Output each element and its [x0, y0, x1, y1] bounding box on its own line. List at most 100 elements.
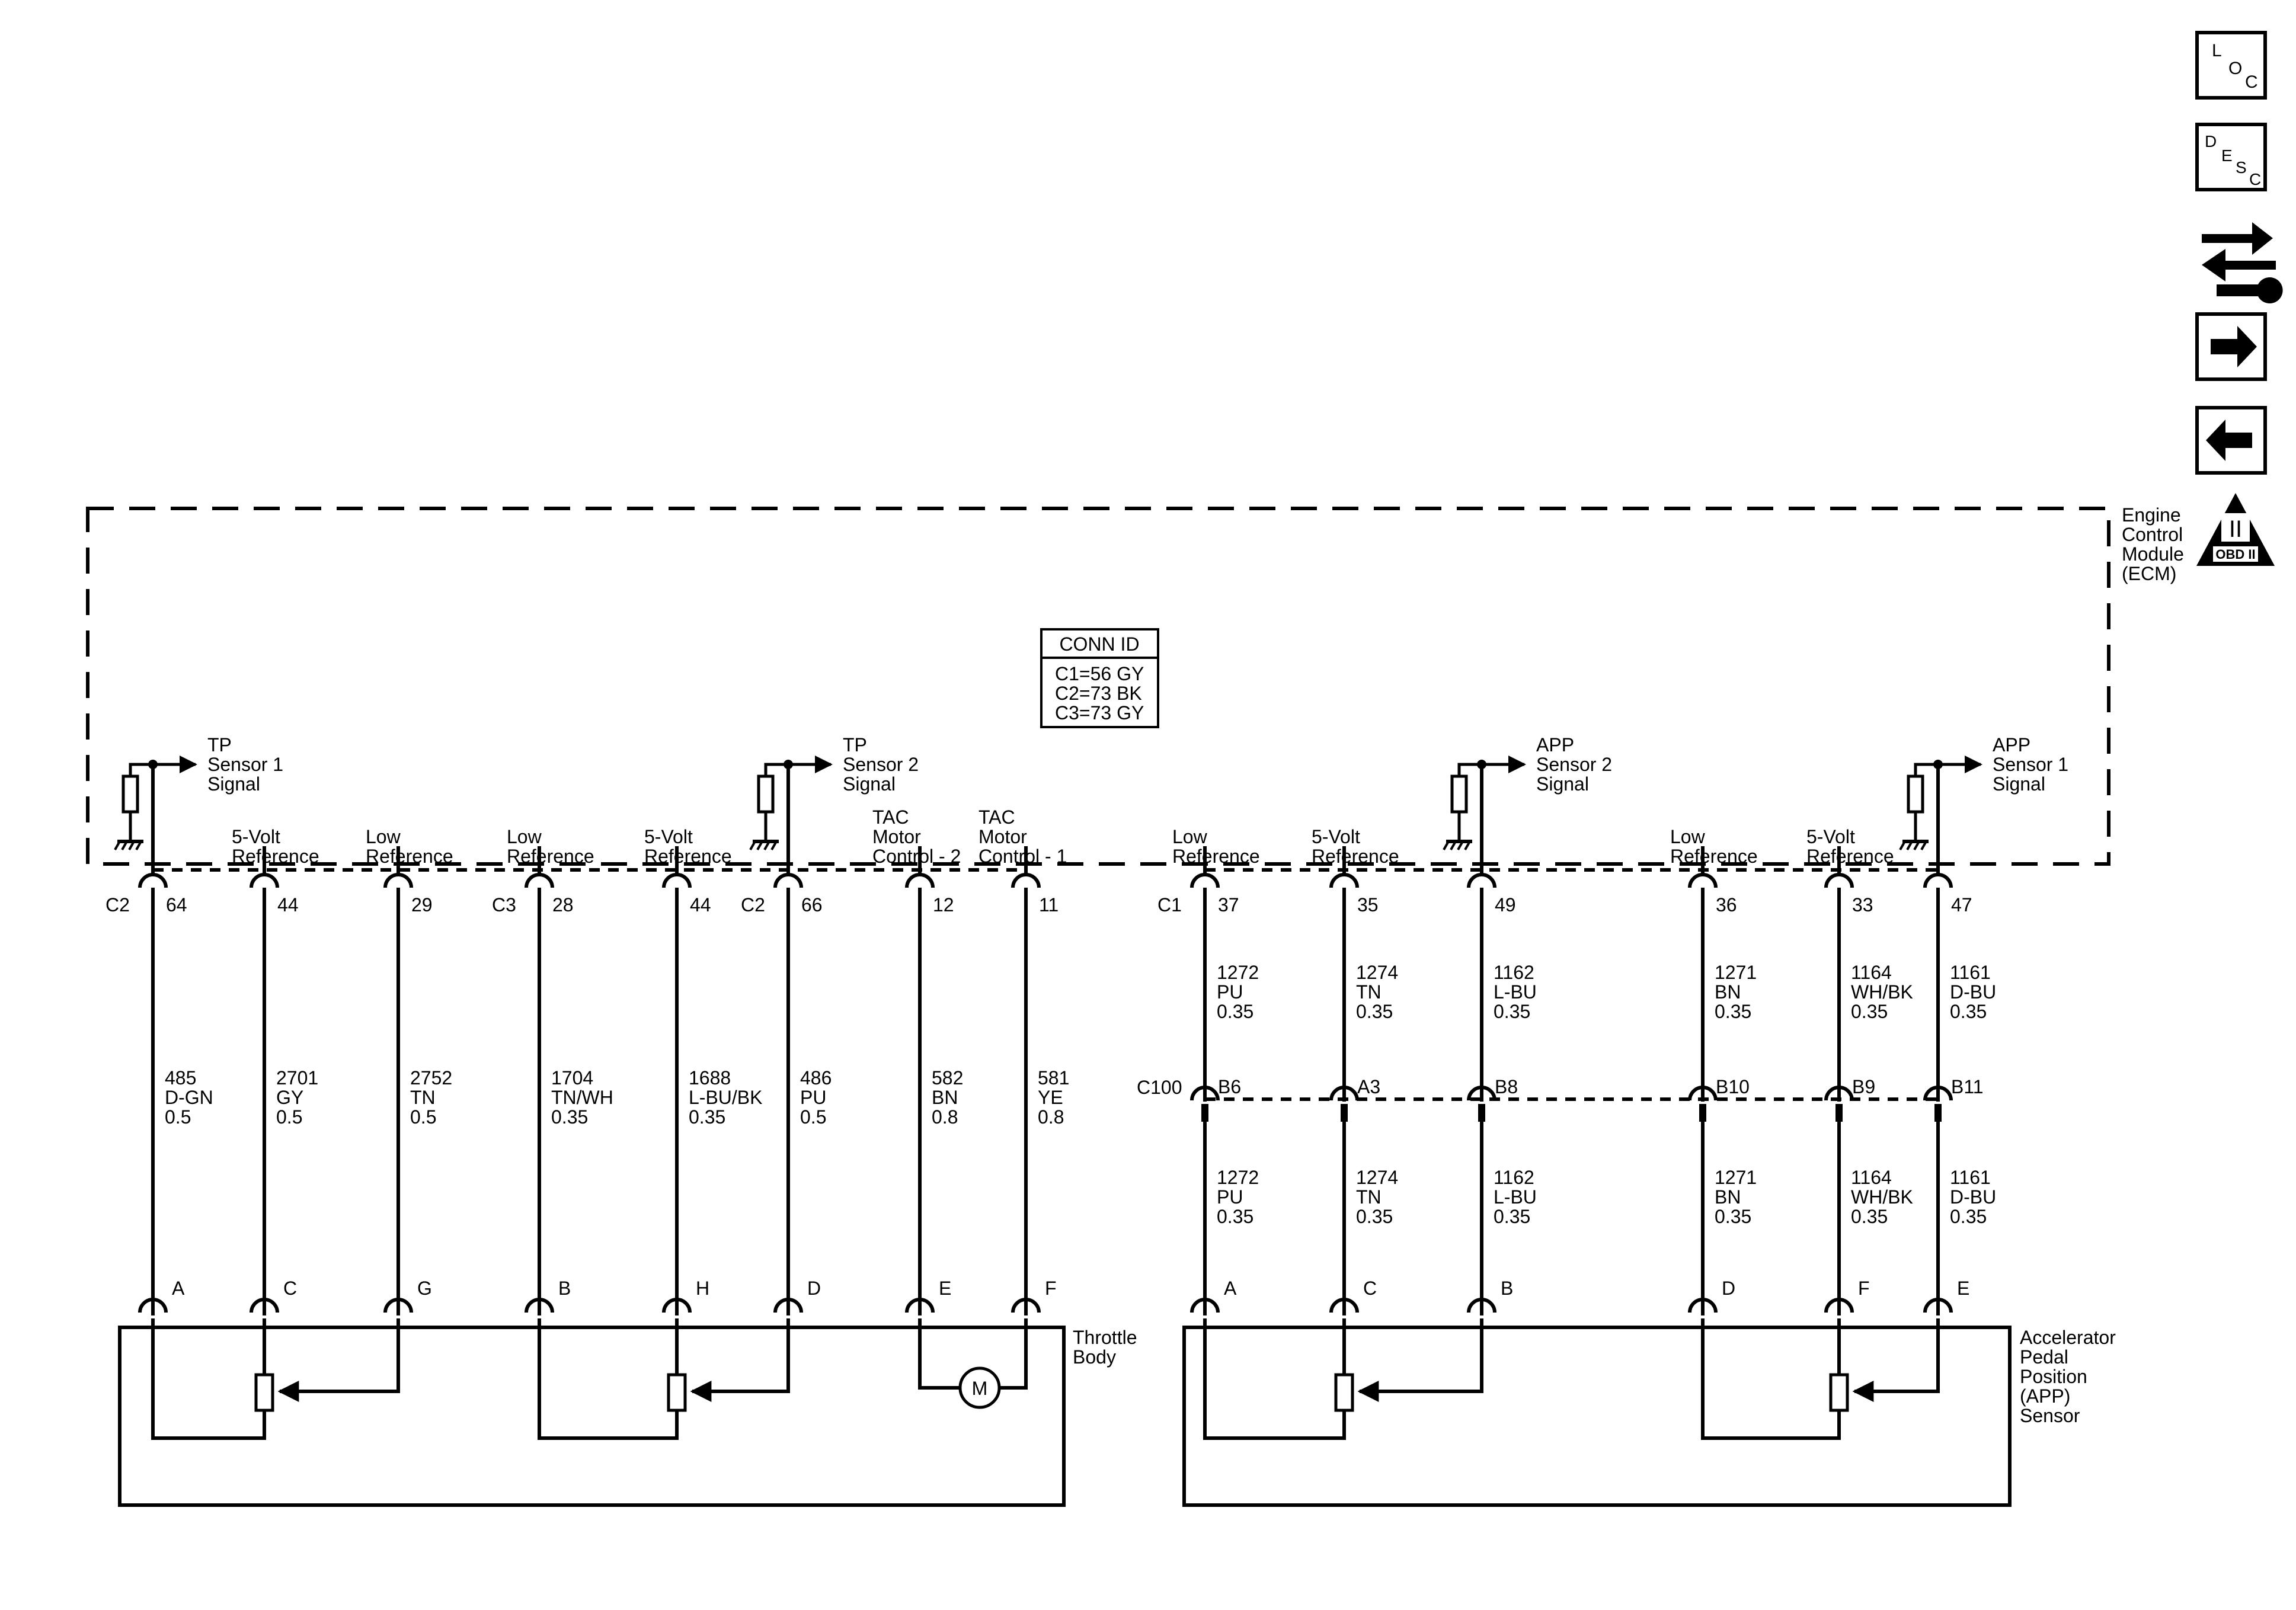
wire-spec: 0.35: [1715, 1001, 1751, 1022]
inline-connector-label: C100: [1137, 1077, 1182, 1098]
inline-pin-number: B10: [1716, 1076, 1750, 1097]
wire-spec: TN: [1356, 981, 1382, 1003]
ecm-pin-number: 12: [933, 894, 954, 916]
circuit-function-label: Motor: [978, 826, 1027, 847]
circuit-function-label: Low: [1172, 826, 1208, 847]
component-pin-letter: E: [1957, 1278, 1969, 1299]
wire-spec: BN: [1715, 1186, 1741, 1208]
wire-spec: 0.35: [551, 1106, 588, 1128]
signal-label: Signal: [207, 773, 260, 795]
component-pin-socket: [1688, 1298, 1718, 1313]
signal-label: Signal: [843, 773, 896, 795]
ecm-pin-socket: [250, 873, 279, 888]
description-icon-letter: S: [2236, 158, 2247, 177]
signal-label: APP: [1536, 734, 1574, 756]
component-pin-socket: [1923, 1298, 1953, 1313]
ecm-pin-number: 64: [166, 894, 187, 916]
location-icon-letter: C: [2245, 72, 2258, 92]
wire-spec: 0.35: [1356, 1001, 1393, 1022]
ecm-pin-socket: [773, 873, 803, 888]
component-pin-letter: F: [1858, 1278, 1870, 1299]
location-icon[interactable]: L O C: [2195, 31, 2267, 100]
component-pin-socket: [250, 1298, 279, 1313]
component-pin-socket: [1329, 1298, 1359, 1313]
wire-spec: BN: [1715, 981, 1741, 1003]
signal-label: Sensor 1: [207, 754, 283, 775]
ecm-pin-socket: [1011, 873, 1041, 888]
ecm-pin-number: 44: [690, 894, 711, 916]
component-pin-socket: [138, 1298, 168, 1313]
inline-connector-c100: C100: [1137, 1077, 1938, 1101]
wire-spec: 1164: [1851, 1167, 1892, 1188]
ecm-pin-number: 66: [801, 894, 823, 916]
signal-label: Signal: [1993, 773, 2045, 795]
component-pin-letter: D: [1722, 1278, 1735, 1299]
wire-spec: 582: [932, 1067, 963, 1089]
component-pin-letter: C: [283, 1278, 297, 1299]
pull-down-resistor: [121, 774, 139, 814]
ecm-pin-number: 28: [552, 894, 574, 916]
inline-pin-socket: [1329, 1086, 1359, 1101]
component-pin-letter: B: [558, 1278, 571, 1299]
component-pin-letter: C: [1363, 1278, 1377, 1299]
ecm-pin-number: 37: [1218, 894, 1239, 916]
component-pin-letter: A: [172, 1278, 185, 1299]
obd-ii-numeral: II: [2229, 516, 2242, 542]
conn-id-title: CONN ID: [1059, 633, 1139, 655]
circuit-function-label: Low: [1670, 826, 1706, 847]
wire-spec: 1161: [1950, 962, 1991, 983]
previous-arrow-icon[interactable]: [2195, 406, 2267, 475]
circuit-function-label: 5-Volt: [232, 826, 280, 847]
component-pin-socket: [1467, 1298, 1496, 1313]
signal-label: TP: [843, 734, 867, 756]
description-icon-letter: C: [2249, 170, 2261, 188]
inline-pin-socket: [1190, 1086, 1220, 1101]
signal-label: APP: [1993, 734, 2030, 756]
inline-pin-number: A3: [1357, 1076, 1380, 1097]
signal-label: Sensor 2: [1536, 754, 1612, 775]
tp1-potentiometer: [254, 1373, 274, 1412]
wire-spec: 1271: [1715, 1167, 1757, 1188]
ecm-pin-number: 33: [1852, 894, 1873, 916]
ecm-pin-socket: [138, 873, 168, 888]
obd-ii-caption: OBD II: [2215, 547, 2255, 562]
schematic-tool-icon[interactable]: [2202, 222, 2283, 303]
wire-spec: YE: [1038, 1087, 1063, 1108]
next-arrow-icon[interactable]: [2195, 312, 2267, 381]
inline-pin-number: B6: [1218, 1076, 1241, 1097]
wire-spec: 0.8: [932, 1106, 958, 1128]
circuit-function-label: Reference: [644, 846, 732, 867]
component-pin-socket: [525, 1298, 554, 1313]
wire-spec: TN/WH: [551, 1087, 613, 1108]
ecm-connector-id: C2: [105, 894, 130, 916]
circuit-function-label: TAC: [872, 806, 909, 828]
conn-id-line: C2=73 BK: [1055, 683, 1142, 704]
ecm-pin-socket: [1923, 873, 1953, 888]
circuit-function-label: Motor: [872, 826, 921, 847]
wire-spec: L-BU: [1494, 981, 1537, 1003]
signal-label: TP: [207, 734, 232, 756]
wire-spec: WH/BK: [1851, 1186, 1913, 1208]
ecm-connector-id: C3: [492, 894, 516, 916]
ecm-pin-number: 11: [1039, 894, 1059, 916]
wire-spec: 2701: [276, 1067, 318, 1089]
description-icon[interactable]: D E S C: [2195, 123, 2267, 191]
wire-spec: 0.35: [1950, 1206, 1987, 1227]
obd-ii-icon[interactable]: II OBD II: [2196, 493, 2275, 566]
component-pin-letter: H: [696, 1278, 709, 1299]
ecm-label-line: Engine: [2122, 504, 2181, 526]
ecm-housing: [86, 507, 2110, 866]
wire-spec: D-BU: [1950, 1186, 1996, 1208]
component-pin-letter: F: [1045, 1278, 1057, 1299]
ecm-label-line: Control: [2122, 524, 2183, 545]
wire-spec: 1161: [1950, 1167, 1991, 1188]
circuit-app-5v-2: 5-VoltReference331164WH/BK0.35B91164WH/B…: [1806, 826, 1913, 1315]
wire-spec: 0.35: [689, 1106, 725, 1128]
app2-potentiometer: [1829, 1373, 1849, 1412]
